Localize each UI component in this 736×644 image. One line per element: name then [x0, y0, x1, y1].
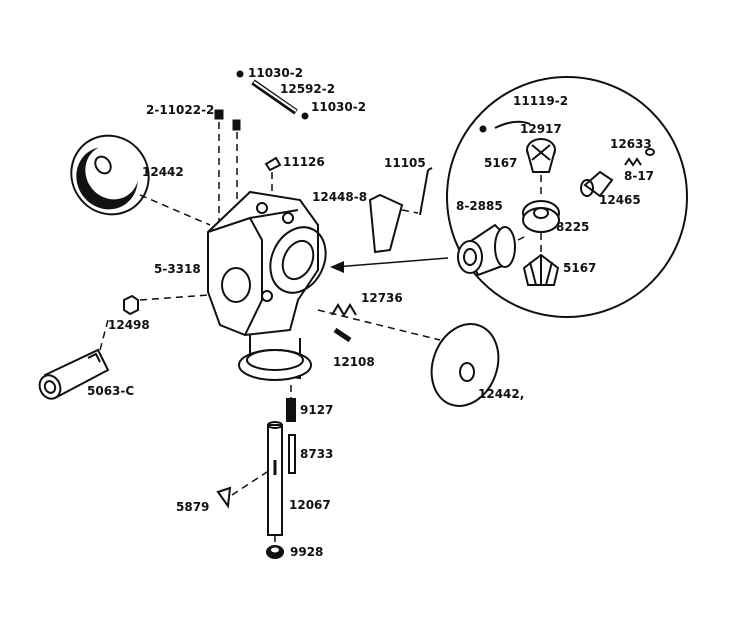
label-12498: 12498: [108, 318, 150, 332]
leader-8-2885: [517, 234, 529, 241]
sleeve-5063-c: [38, 348, 110, 400]
label-11126: 11126: [283, 155, 325, 169]
nut-9928: [266, 545, 284, 559]
leader-disc-right: [317, 309, 441, 341]
label-12442-left: 12442: [142, 165, 184, 179]
label-12633: 12633: [610, 137, 652, 151]
label-12592-2: 12592-2: [280, 82, 335, 96]
label-11119-2: 11119-2: [513, 94, 568, 108]
label-8-17: 8-17: [624, 169, 654, 183]
pin-8733: [288, 434, 296, 474]
spring-9127: [286, 398, 296, 422]
label-5879: 5879: [176, 500, 209, 514]
pin-11119-2: [479, 120, 531, 133]
label-12465: 12465: [599, 193, 641, 207]
pin-assembly-12592: [236, 70, 309, 120]
detail-circle: [446, 76, 688, 318]
leader-5063: [99, 319, 109, 351]
gear-8225: [522, 200, 560, 233]
leader-12498: [139, 294, 209, 301]
label-11105: 11105: [384, 156, 426, 170]
block-12498: [123, 294, 139, 316]
label-5063-c: 5063-C: [87, 384, 134, 398]
gear-housing-5-3318: [207, 190, 327, 381]
key-5879: [216, 486, 232, 509]
pin-12108: [333, 327, 352, 343]
label-12442-right: 12442,: [478, 387, 524, 401]
lever-12448-8: [368, 193, 404, 254]
leader-5879: [231, 469, 271, 496]
label-9127: 9127: [300, 403, 333, 417]
label-8-2885: 8-2885: [456, 199, 503, 213]
label-11030-2-top: 11030-2: [248, 66, 303, 80]
gear-8-2885: [457, 223, 516, 277]
spring-12736: [331, 303, 357, 317]
pin-11105: [419, 167, 433, 216]
label-11030-2-bottom: 11030-2: [311, 100, 366, 114]
label-12917: 12917: [520, 122, 562, 136]
label-5167-top: 5167: [484, 156, 517, 170]
label-12067: 12067: [289, 498, 331, 512]
label-8733: 8733: [300, 447, 333, 461]
label-9928: 9928: [290, 545, 323, 559]
shaft-12067: [267, 421, 283, 536]
label-12448-8: 12448-8: [312, 190, 367, 204]
label-5-3318: 5-3318: [154, 262, 201, 276]
gear-5167-top: [526, 138, 556, 173]
pin-12633: [624, 148, 655, 167]
leader-12448: [401, 209, 419, 214]
label-8225: 8225: [556, 220, 589, 234]
label-5167-bottom: 5167: [563, 261, 596, 275]
part-12465: [580, 170, 614, 198]
leader-disc-left: [139, 194, 211, 226]
gear-5167-bottom: [522, 253, 560, 286]
label-12736: 12736: [361, 291, 403, 305]
label-12108: 12108: [333, 355, 375, 369]
label-2-11022-2: 2-11022-2: [146, 103, 214, 117]
pin-11126: [264, 156, 282, 200]
arrow-to-housing: [330, 257, 449, 273]
disc-12442-right: [430, 323, 500, 407]
disc-12442-left: [70, 134, 150, 216]
